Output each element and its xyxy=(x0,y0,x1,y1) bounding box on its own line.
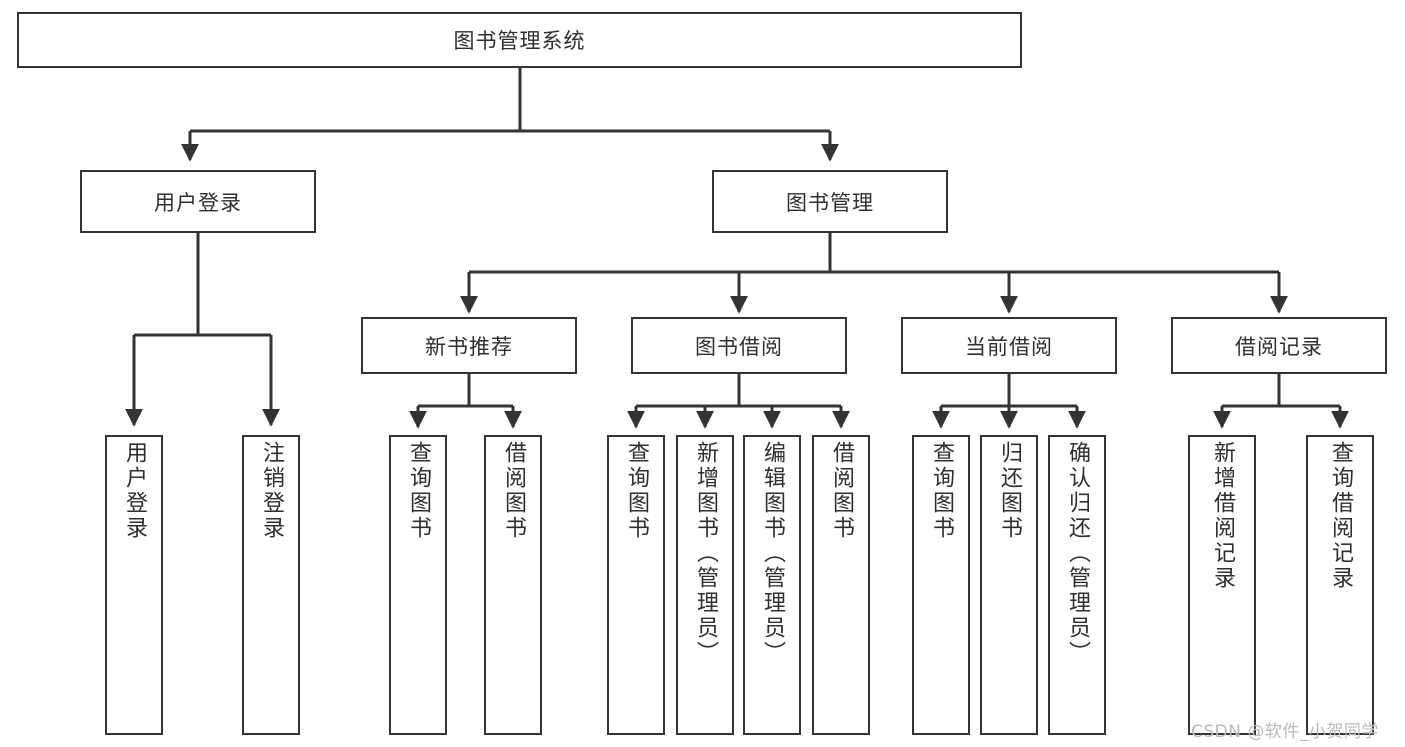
node-label: 编辑图书（管理员） xyxy=(760,441,785,666)
node-borrow-record[interactable]: 借阅记录 xyxy=(1171,317,1387,374)
node-label: 用户登录 xyxy=(122,441,147,541)
node-label: 新增图书（管理员） xyxy=(693,441,718,666)
node-label: 查询图书 xyxy=(406,441,431,541)
node-label: 图书借阅 xyxy=(695,334,783,359)
leaf-borrow-edit-book-admin[interactable]: 编辑图书（管理员） xyxy=(743,435,801,735)
leaf-borrow-add-book-admin[interactable]: 新增图书（管理员） xyxy=(676,435,734,735)
leaf-user-login-signout[interactable]: 注销登录 xyxy=(242,435,300,735)
node-current-borrow[interactable]: 当前借阅 xyxy=(901,317,1117,374)
node-label: 借阅图书 xyxy=(829,441,854,541)
node-label: 归还图书 xyxy=(997,441,1022,541)
node-label: 查询图书 xyxy=(929,441,954,541)
node-root-system[interactable]: 图书管理系统 xyxy=(17,12,1022,68)
node-label: 新增借阅记录 xyxy=(1210,441,1235,591)
leaf-borrow-query-book[interactable]: 查询图书 xyxy=(607,435,665,735)
leaf-current-query-book[interactable]: 查询图书 xyxy=(912,435,970,735)
node-label: 查询借阅记录 xyxy=(1328,441,1353,591)
leaf-record-query-record[interactable]: 查询借阅记录 xyxy=(1306,435,1374,735)
leaf-current-return-book[interactable]: 归还图书 xyxy=(980,435,1038,735)
leaf-borrow-borrow-book[interactable]: 借阅图书 xyxy=(812,435,870,735)
node-label: 新书推荐 xyxy=(425,334,513,359)
node-book-borrow[interactable]: 图书借阅 xyxy=(631,317,847,374)
node-label: 借阅图书 xyxy=(501,441,526,541)
node-label: 图书管理 xyxy=(786,190,874,215)
node-label: 查询图书 xyxy=(624,441,649,541)
leaf-record-add-record[interactable]: 新增借阅记录 xyxy=(1188,435,1256,735)
leaf-recommend-borrow-book[interactable]: 借阅图书 xyxy=(484,435,542,735)
leaf-recommend-query-book[interactable]: 查询图书 xyxy=(389,435,447,735)
node-book-management[interactable]: 图书管理 xyxy=(712,170,948,233)
leaf-current-confirm-return-admin[interactable]: 确认归还（管理员） xyxy=(1048,435,1106,735)
node-user-login[interactable]: 用户登录 xyxy=(80,170,316,233)
node-label: 借阅记录 xyxy=(1235,334,1323,359)
node-new-book-recommend[interactable]: 新书推荐 xyxy=(361,317,577,374)
node-label: 用户登录 xyxy=(154,190,242,215)
node-label: 当前借阅 xyxy=(965,334,1053,359)
node-label: 图书管理系统 xyxy=(453,29,586,53)
csdn-watermark: CSDN @软件_小贺同学 xyxy=(1191,722,1379,742)
node-label: 确认归还（管理员） xyxy=(1065,441,1090,666)
node-label: 注销登录 xyxy=(259,441,284,541)
leaf-user-login-signin[interactable]: 用户登录 xyxy=(105,435,163,735)
